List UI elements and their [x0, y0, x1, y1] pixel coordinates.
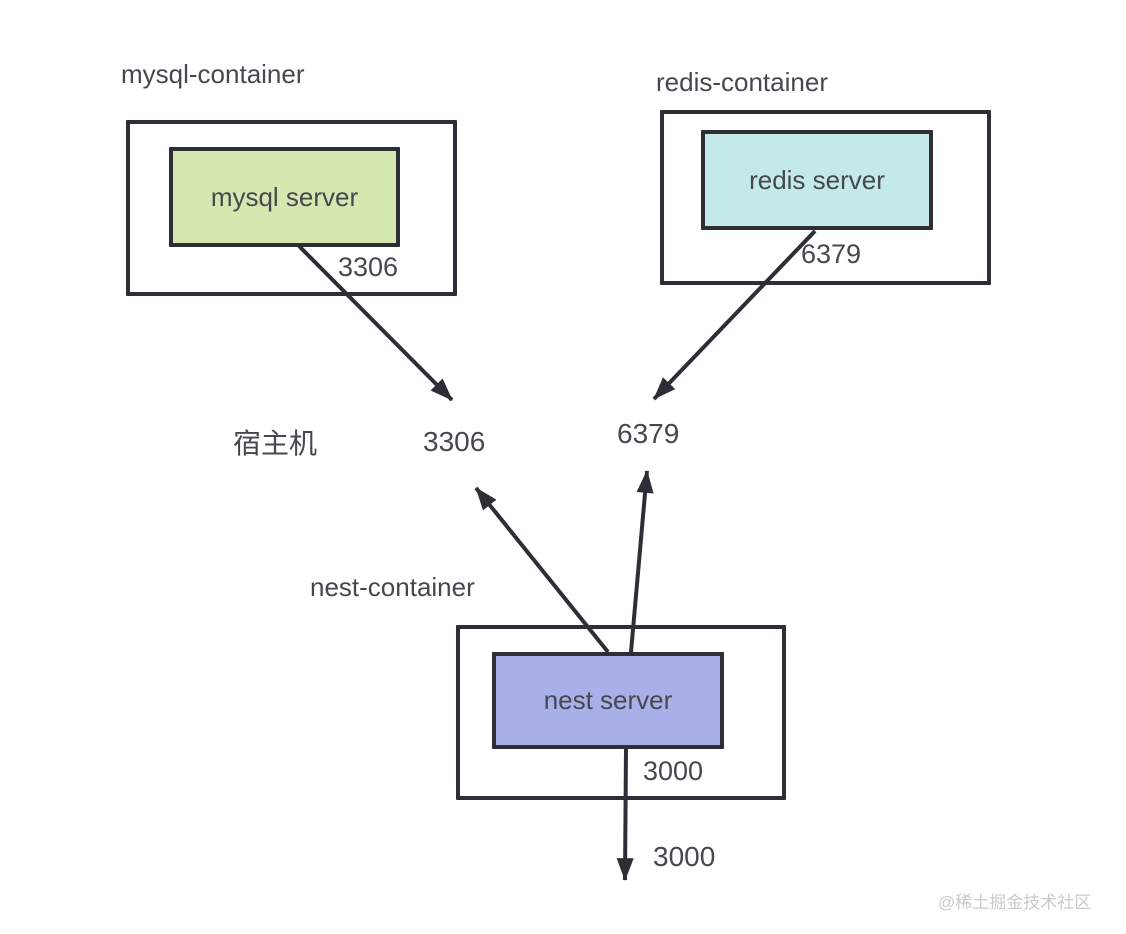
- host-machine-label: 宿主机: [233, 428, 318, 459]
- mysql-container-port-label: 3306: [338, 252, 399, 282]
- mysql-server-box: mysql server: [169, 147, 400, 247]
- mysql-server-label: mysql server: [210, 181, 359, 212]
- nest-published-port-label: 3000: [653, 841, 716, 872]
- redis-container-label: redis-container: [656, 67, 828, 97]
- watermark-text: @稀土掘金技术社区: [938, 893, 1092, 912]
- host-mysql-port-label: 3306: [423, 426, 486, 457]
- nest-server-box: nest server: [492, 652, 724, 749]
- nest-container-label: nest-container: [310, 572, 475, 602]
- redis-container-port-label: 6379: [801, 239, 862, 269]
- nest-server-label: nest server: [543, 685, 673, 715]
- redis-server-box: redis server: [701, 130, 933, 230]
- nest-container-port-label: 3000: [643, 756, 704, 786]
- mysql-container-label: mysql-container: [121, 59, 305, 89]
- redis-server-label: redis server: [749, 164, 885, 195]
- host-redis-port-label: 6379: [617, 418, 680, 449]
